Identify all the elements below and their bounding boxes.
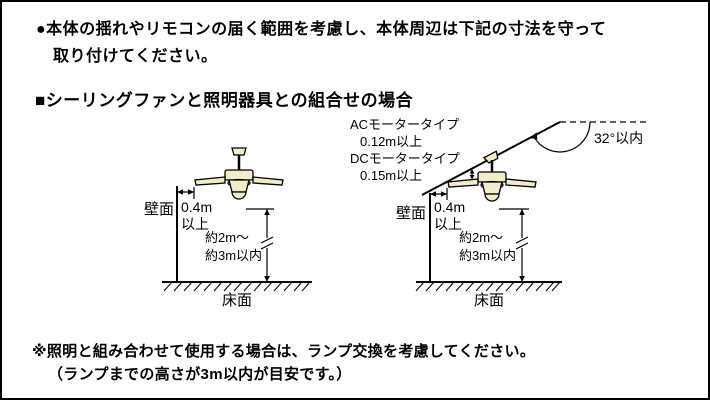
floor-hatching xyxy=(163,281,311,292)
arrowhead-top xyxy=(469,169,475,174)
footnote-line-1: ※照明と組み合わせて使用する場合は、ランプ交換を考慮してください。 xyxy=(32,343,536,360)
floor-label: 床面 xyxy=(474,292,504,309)
angle-label: 32°以内 xyxy=(594,130,643,146)
height-value-line1: 約2m〜 xyxy=(459,230,503,245)
break-mark xyxy=(260,242,274,250)
angle-arc-arrowhead xyxy=(530,132,538,140)
footnote-text: ※照明と組み合わせて使用する場合は、ランプ交換を考慮してください。 （ランプまで… xyxy=(32,340,535,386)
clearance-value: 0.4m xyxy=(434,199,465,215)
ac-motor-value: 0.12m以上 xyxy=(360,134,422,149)
fan-blade-left xyxy=(447,178,479,188)
fan-blade-right xyxy=(252,176,284,186)
wall-label: 壁面 xyxy=(396,205,426,222)
arrowhead-top xyxy=(264,209,270,215)
dc-motor-value: 0.15m以上 xyxy=(360,168,422,183)
break-mark xyxy=(260,236,274,244)
fan-blade-right xyxy=(505,178,537,188)
arrowhead-top xyxy=(519,209,525,215)
fan-motor xyxy=(477,171,507,183)
wall-label: 壁面 xyxy=(144,201,174,218)
arrowhead-bottom xyxy=(519,276,525,282)
arrowhead-bottom xyxy=(469,175,475,180)
wall-clearance-dimension xyxy=(430,188,448,200)
lamp-bulb xyxy=(231,191,247,200)
clearance-unit: 以上 xyxy=(181,216,209,232)
arrowhead-right xyxy=(441,191,447,197)
floor-height-dimension xyxy=(246,208,274,282)
right-diagram: ACモータータイプ 0.12m以上 DCモータータイプ 0.15m以上 32°以… xyxy=(350,117,650,309)
wall-clearance-dimension xyxy=(177,187,195,199)
footnote-line-2: （ランプまでの高さが3m以内が目安です。） xyxy=(48,366,352,383)
floor-hatching xyxy=(415,281,561,292)
lamp-shade xyxy=(481,181,503,195)
arrowhead-left xyxy=(430,191,436,197)
floor-label: 床面 xyxy=(222,292,252,309)
intro-text: ●本体の揺れやリモコンの届く範囲を考慮し、本体周辺は下記の寸法を守って 取り付け… xyxy=(36,16,606,70)
angle-arc xyxy=(532,121,591,153)
intro-line-2: 取り付けてください。 xyxy=(53,48,218,65)
fan-canopy xyxy=(482,150,499,164)
fan-canopy xyxy=(231,147,247,156)
rod-length-dimension xyxy=(469,169,475,180)
ceiling-fan-illustration xyxy=(447,150,537,202)
floor-height-dimension xyxy=(499,208,529,282)
intro-line-1: ●本体の揺れやリモコンの届く範囲を考慮し、本体周辺は下記の寸法を守って xyxy=(36,21,607,38)
ac-motor-label: ACモータータイプ xyxy=(350,117,459,132)
section-title: ■シーリングファンと照明器具との組合せの場合 xyxy=(35,91,414,110)
break-mark xyxy=(515,242,529,250)
dc-motor-label: DCモータータイプ xyxy=(350,151,460,166)
arrowhead-right xyxy=(188,189,194,195)
height-value-line2: 約3m以内 xyxy=(205,248,262,263)
clearance-value: 0.4m xyxy=(181,199,212,215)
ceiling-fan-illustration xyxy=(194,147,284,200)
fan-blade-left xyxy=(194,176,226,186)
arrowhead-left xyxy=(177,189,183,195)
fan-motor xyxy=(224,169,254,181)
lamp-bulb xyxy=(484,193,500,202)
height-value-line2: 約3m以内 xyxy=(459,248,516,263)
lamp-shade xyxy=(228,179,250,193)
break-mark xyxy=(515,236,529,244)
left-diagram: 壁面 0.4m 以上 約2m〜 約3m以内 床面 xyxy=(144,147,312,309)
height-value-line1: 約2m〜 xyxy=(205,230,249,245)
arrowhead-bottom xyxy=(264,276,270,282)
clearance-unit: 以上 xyxy=(434,216,462,232)
